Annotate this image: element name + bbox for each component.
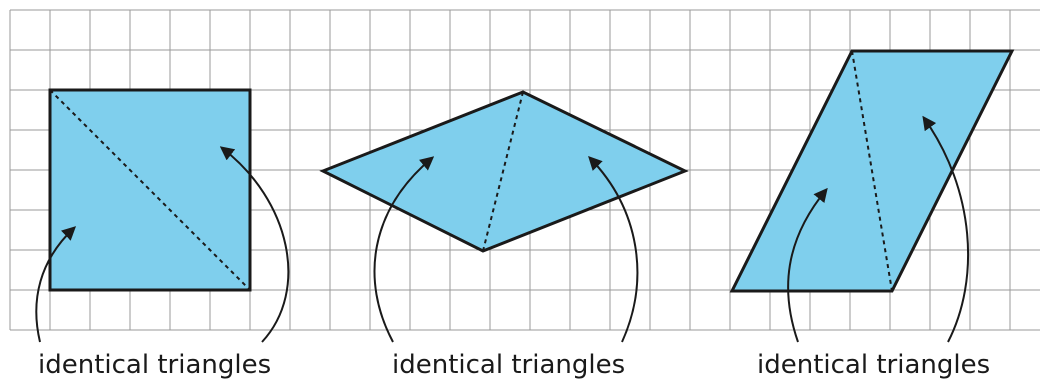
square-arrow-left <box>35 226 77 343</box>
parallelogram-group <box>729 49 1015 343</box>
parallelogram-arrow-right <box>922 115 970 343</box>
square-diagonal <box>49 89 251 291</box>
rhombus-arrow-right <box>588 155 639 343</box>
parallelogram-arrow-left <box>787 187 828 343</box>
square-caption: identical triangles <box>38 350 272 380</box>
rhombus-caption: identical triangles <box>392 350 626 380</box>
parallelogram-caption: identical triangles <box>757 350 991 380</box>
rhombus-arrow-left <box>373 156 435 343</box>
rhombus-diagonal <box>482 91 524 252</box>
square-group <box>35 88 290 343</box>
parallelogram-diagonal <box>851 50 893 292</box>
rhombus-group <box>319 90 689 343</box>
square-arrow-right <box>219 146 290 343</box>
